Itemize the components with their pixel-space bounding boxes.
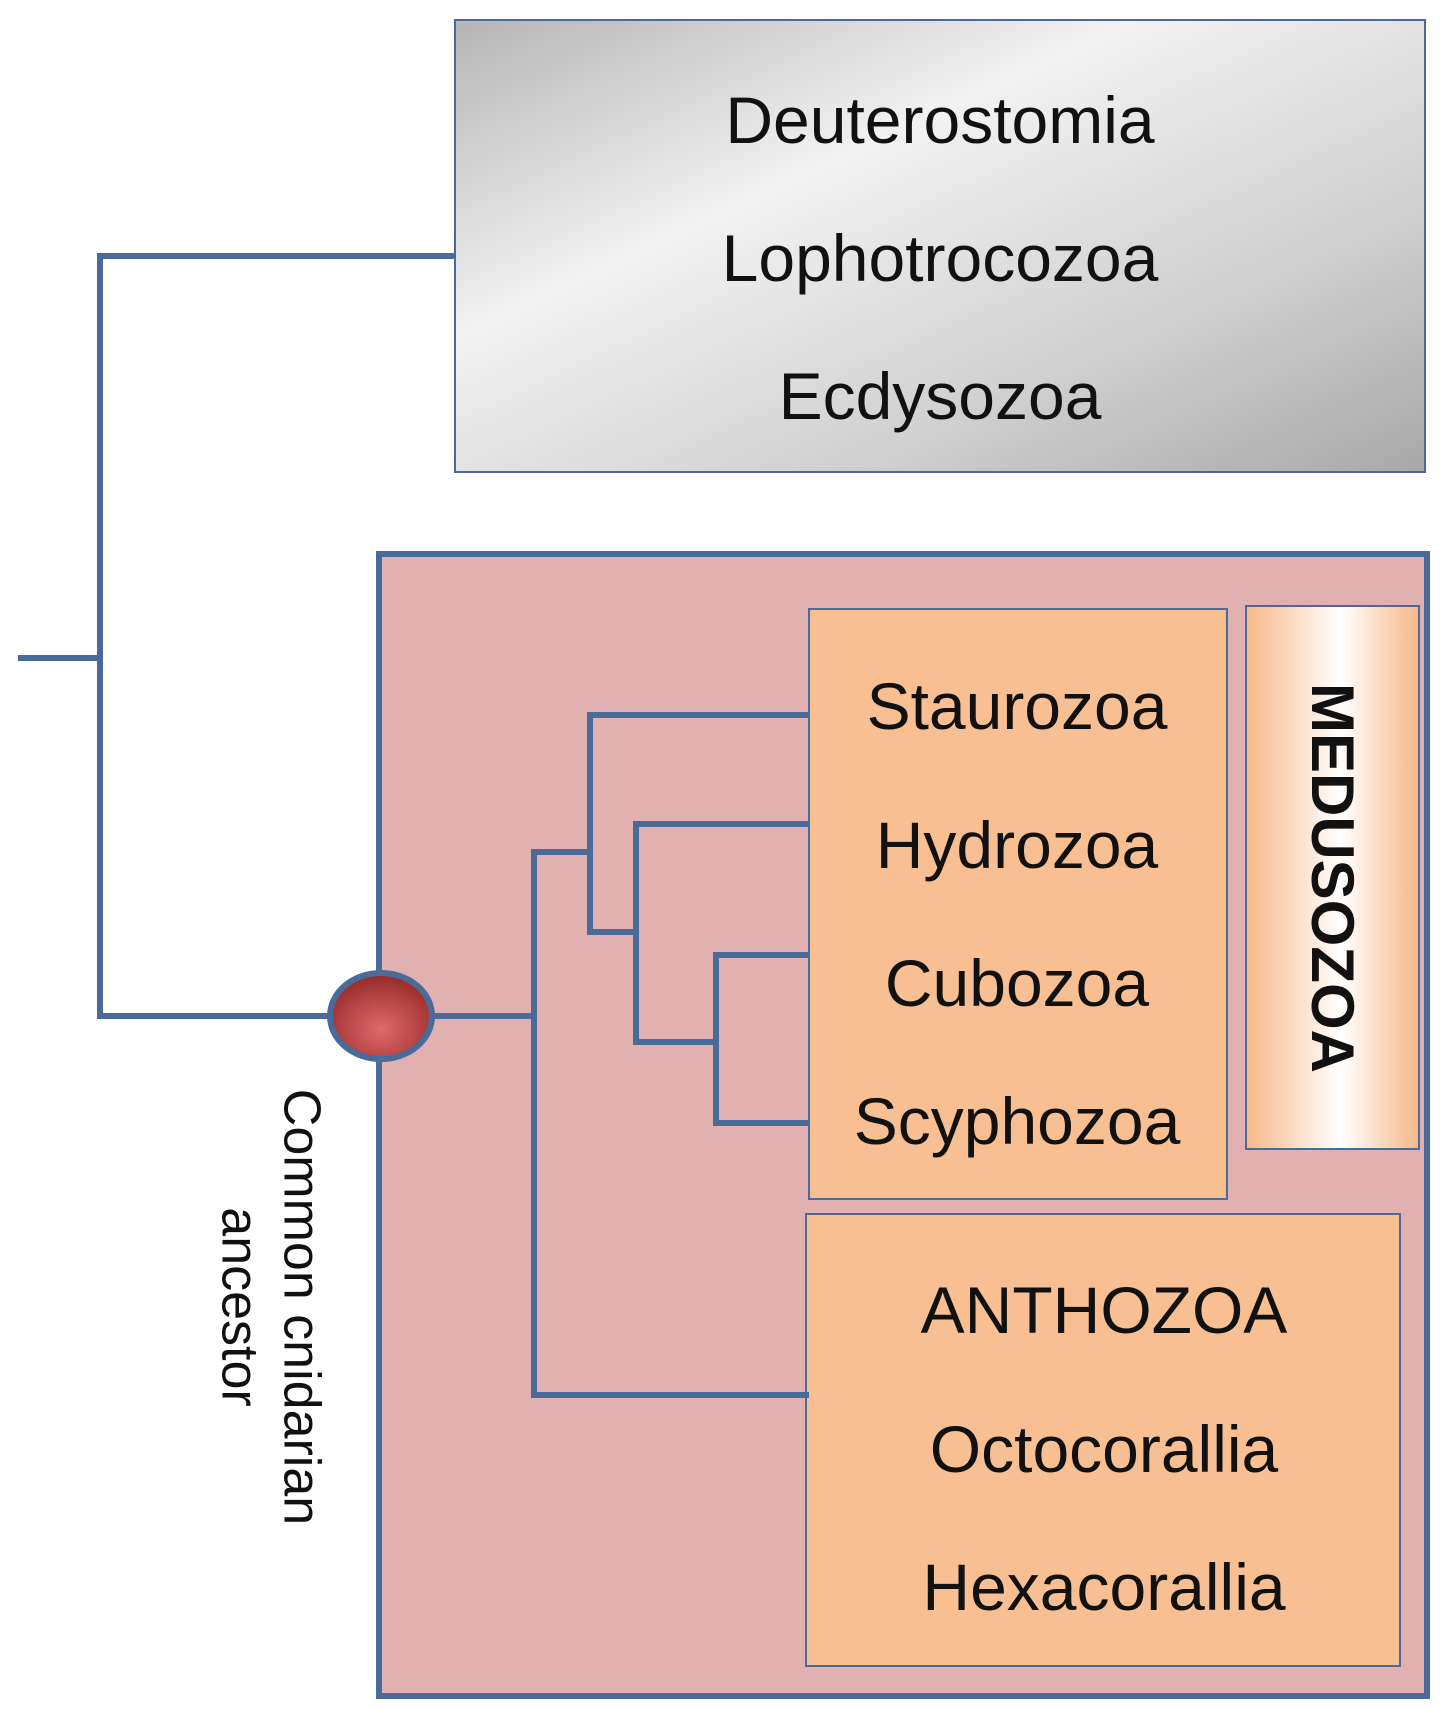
taxon-ecdysozoa: Ecdysozoa [778,359,1102,433]
group-label-anthozoa: ANTHOZOA [920,1273,1288,1347]
outgroup-box [454,19,1426,473]
tree-branches [18,253,809,1398]
common-ancestor-label: Common cnidarian ancestor [210,1088,331,1526]
taxon-staurozoa: Staurozoa [866,669,1168,743]
anthozoa-box [805,1213,1401,1667]
common-ancestor-node [327,970,435,1062]
medusozoa-label-box [1245,605,1420,1150]
taxon-cubozoa: Cubozoa [884,946,1150,1020]
taxon-scyphozoa: Scyphozoa [853,1084,1181,1158]
taxon-lophotrocozoa: Lophotrocozoa [721,221,1159,295]
taxon-hydrozoa: Hydrozoa [875,808,1159,882]
taxon-deuterostomia: Deuterostomia [725,83,1155,157]
taxon-octocorallia: Octocorallia [929,1412,1279,1486]
group-label-medusozoa: MEDUSOZOA [1299,683,1366,1073]
taxon-hexacorallia: Hexacorallia [922,1550,1286,1624]
medusozoa-taxa-box [808,608,1228,1200]
